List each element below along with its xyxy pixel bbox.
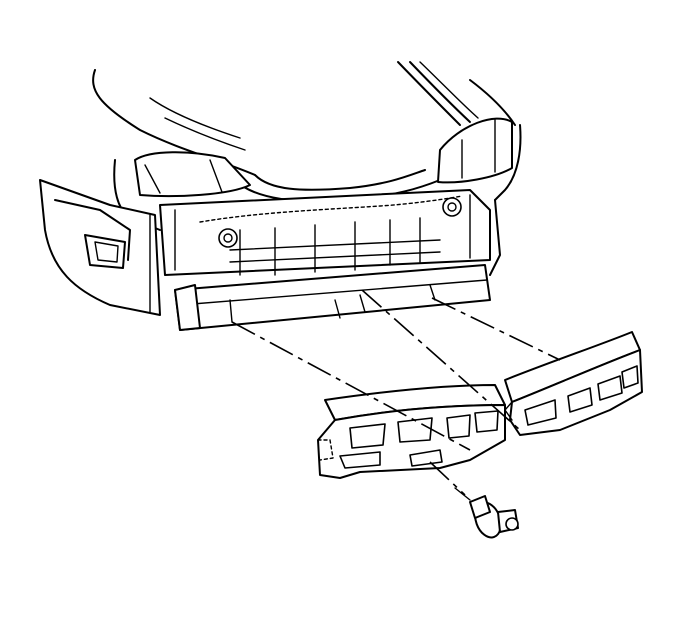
energy-absorber-left [317, 384, 506, 479]
vehicle-rear-body [39, 61, 522, 316]
left-mount-bolt [218, 228, 238, 248]
left-tail-lamp [134, 151, 251, 198]
rear-reinforcement [229, 217, 441, 276]
alignment-lines [231, 289, 561, 496]
right-tail-lamp [437, 117, 513, 184]
right-mount-bolt [442, 197, 462, 217]
energy-absorber-right [504, 331, 643, 436]
bumper-mounting-rail [174, 264, 491, 331]
push-pin-retainer [454, 487, 519, 539]
